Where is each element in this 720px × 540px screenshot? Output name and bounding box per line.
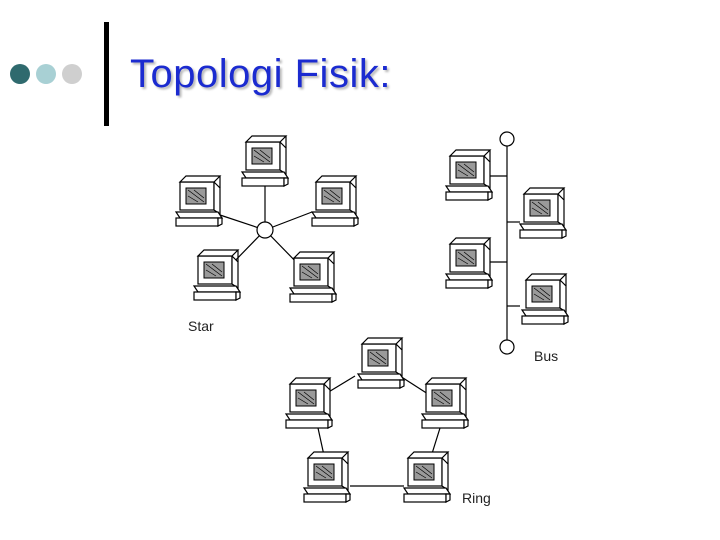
bus-computer xyxy=(521,273,569,325)
bullet-dot-light xyxy=(36,64,56,84)
ring-label: Ring xyxy=(462,490,491,506)
star-hub xyxy=(256,221,274,239)
star-label: Star xyxy=(188,318,214,334)
ring-computer xyxy=(421,377,469,429)
ring-computer xyxy=(357,337,405,389)
bullet-dot-grey xyxy=(62,64,82,84)
title-divider xyxy=(104,22,109,126)
bullet-dot-dark xyxy=(10,64,30,84)
star-computer xyxy=(311,175,359,227)
bus-terminator xyxy=(499,131,515,147)
bus-computer xyxy=(445,149,493,201)
star-topology: Star xyxy=(175,135,359,334)
ring-computer xyxy=(285,377,333,429)
star-computer xyxy=(175,175,223,227)
bus-computer xyxy=(519,187,567,239)
ring-computer xyxy=(403,451,451,503)
bus-label: Bus xyxy=(534,348,558,364)
bullet-dots xyxy=(10,64,82,84)
ring-computer xyxy=(303,451,351,503)
bus-terminator xyxy=(499,339,515,355)
slide-title: Topologi Fisik: xyxy=(130,52,391,96)
bus-topology: Bus xyxy=(445,131,569,364)
star-computer xyxy=(241,135,289,187)
star-computer xyxy=(193,249,241,301)
bus-computer xyxy=(445,237,493,289)
star-computer xyxy=(289,251,337,303)
ring-topology: Ring xyxy=(285,337,491,506)
